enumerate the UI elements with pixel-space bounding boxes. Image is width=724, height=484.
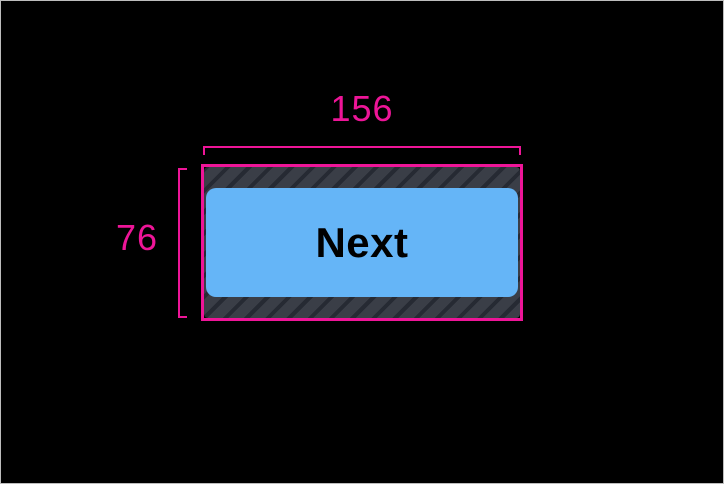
width-measurement-bracket	[203, 146, 521, 155]
next-button-label: Next	[315, 218, 409, 266]
widget-selection-outline: Next	[201, 164, 523, 321]
height-measurement-bracket	[178, 168, 187, 318]
width-dimension-label: 156	[330, 88, 394, 129]
next-button[interactable]: Next	[206, 188, 518, 297]
height-dimension-label: 76	[115, 217, 158, 258]
